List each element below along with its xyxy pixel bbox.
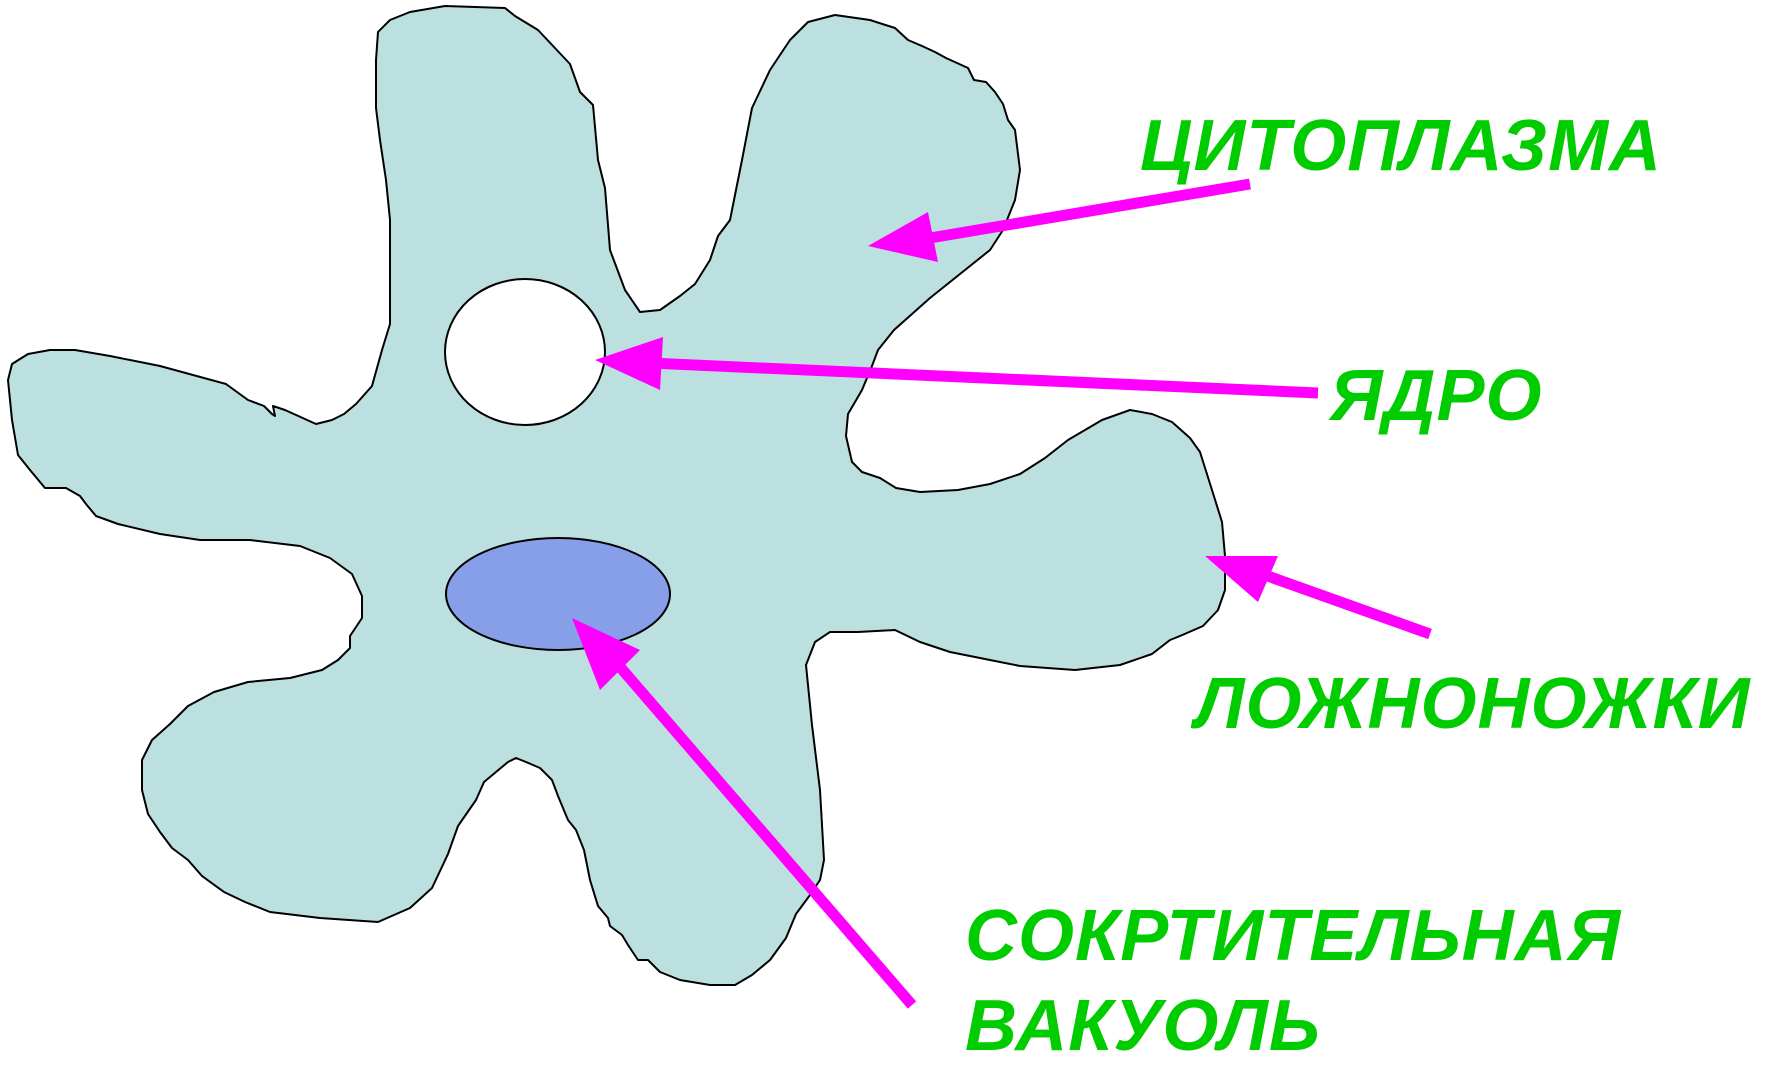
label-vacuole-line1: СОКРТИТЕЛЬНАЯ: [965, 900, 1621, 972]
label-cytoplasm: ЦИТОПЛАЗМА: [1140, 110, 1662, 182]
label-nucleus: ЯДРО: [1330, 360, 1543, 432]
vacuole-ellipse: [446, 538, 670, 650]
nucleus-ellipse: [445, 279, 605, 425]
label-pseudopods: ЛОЖНОНОЖКИ: [1195, 668, 1751, 740]
label-vacuole-line2: ВАКУОЛЬ: [965, 990, 1321, 1062]
cell-body: [8, 6, 1225, 985]
arrow-pseudopods: [1262, 574, 1430, 634]
